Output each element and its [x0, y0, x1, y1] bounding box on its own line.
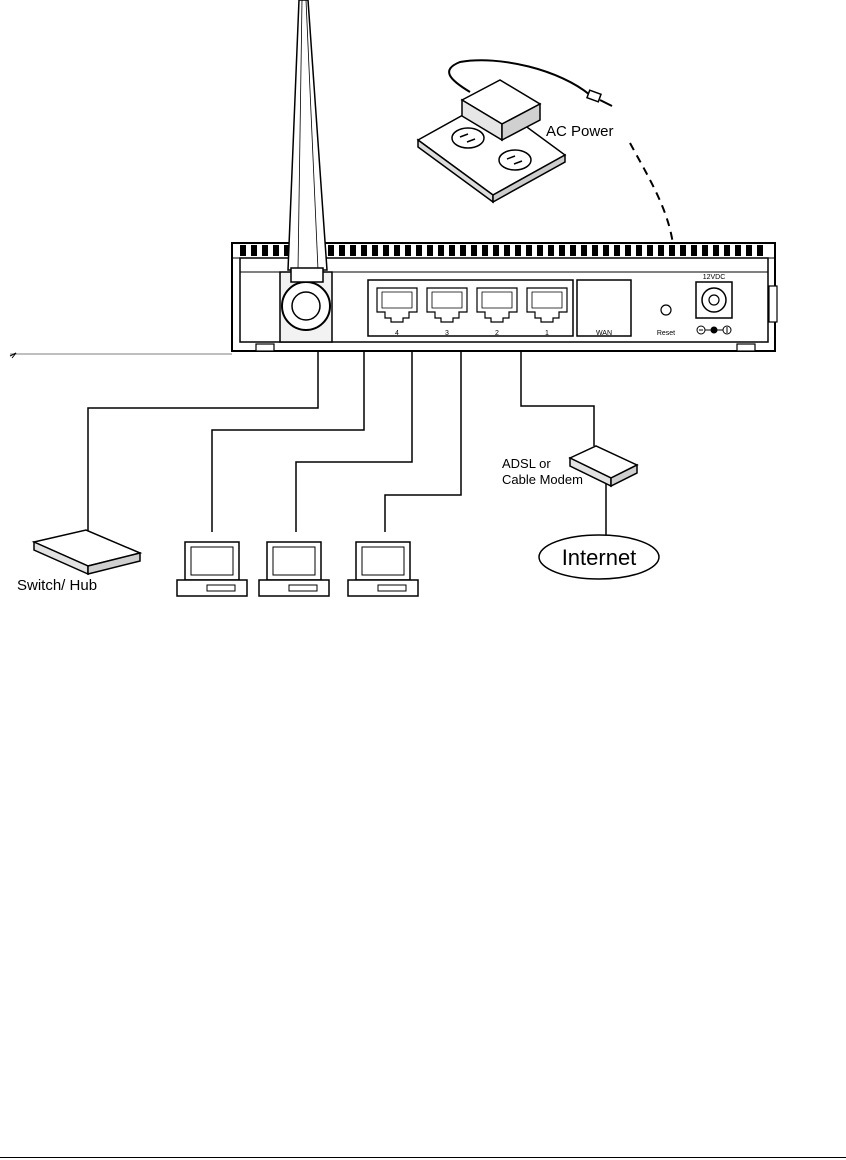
cable-port1-pc3 [385, 352, 461, 532]
port-3-label: 3 [445, 330, 449, 337]
vent-slot [548, 245, 554, 256]
port-1-label: 1 [545, 330, 549, 337]
ac-power-label: AC Power [546, 123, 614, 140]
vent-slot [636, 245, 642, 256]
reset-label: Reset [657, 330, 675, 337]
vent-slot [240, 245, 246, 256]
port-2-label: 2 [495, 330, 499, 337]
vent-slot [394, 245, 400, 256]
vent-slot [449, 245, 455, 256]
vent-slot [592, 245, 598, 256]
vent-slot [504, 245, 510, 256]
computer-icon [177, 542, 247, 596]
vent-slot [746, 245, 752, 256]
vent-slot [460, 245, 466, 256]
vent-slot [515, 245, 521, 256]
vent-slot [372, 245, 378, 256]
vent-slot [581, 245, 587, 256]
vent-slot [350, 245, 356, 256]
switch-hub-label: Switch/ Hub [17, 577, 97, 594]
vent-slot [383, 245, 389, 256]
vent-slot [603, 245, 609, 256]
vent-slot [691, 245, 697, 256]
port-4-label: 4 [395, 330, 399, 337]
vent-slot [438, 245, 444, 256]
vent-slot [570, 245, 576, 256]
computer-icon [348, 542, 418, 596]
vent-slot [493, 245, 499, 256]
vent-slot [647, 245, 653, 256]
vent-slot [669, 245, 675, 256]
vent-slot [625, 245, 631, 256]
page-bottom-rule [0, 1157, 846, 1158]
vent-slot [471, 245, 477, 256]
vent-slot [416, 245, 422, 256]
network-cables [88, 352, 606, 536]
cable-port2-pc2 [296, 352, 412, 532]
internet-label: Internet [562, 545, 637, 570]
computers [177, 542, 418, 596]
modem-label-line2: Cable Modem [502, 472, 583, 487]
vent-slot [735, 245, 741, 256]
cable-port3-pc1 [212, 352, 364, 532]
vent-slot [757, 245, 763, 256]
wan-label: WAN [596, 330, 612, 337]
vent-slot [273, 245, 279, 256]
vent-slot [482, 245, 488, 256]
vent-slot [614, 245, 620, 256]
vent-slot [405, 245, 411, 256]
vent-slot [262, 245, 268, 256]
modem-label-line1: ADSL or [502, 456, 551, 471]
vent-slot [537, 245, 543, 256]
vent-slot [680, 245, 686, 256]
vent-slot [559, 245, 565, 256]
vent-slot [526, 245, 532, 256]
vent-slot [339, 245, 345, 256]
switch-icon [34, 530, 140, 574]
antenna-icon [288, 0, 327, 282]
wan-port-group [577, 280, 631, 336]
cable-wan-modem [521, 352, 594, 446]
vent-slot [713, 245, 719, 256]
dc-input-label: 12VDC [703, 274, 726, 281]
vent-slot [328, 245, 334, 256]
cable-port4-switch [88, 352, 318, 532]
vent-slot [724, 245, 730, 256]
vent-slot [658, 245, 664, 256]
computer-icon [259, 542, 329, 596]
vent-slot [702, 245, 708, 256]
vent-slot [251, 245, 257, 256]
vent-slot [427, 245, 433, 256]
vent-slot [361, 245, 367, 256]
reset-button [661, 305, 671, 315]
